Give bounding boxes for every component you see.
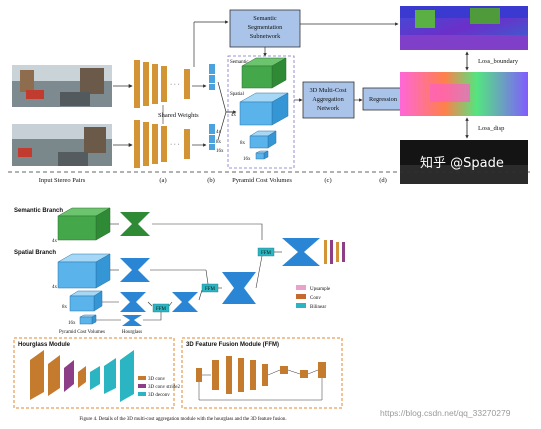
svg-text:3D Feature Fusion Module (FFM): 3D Feature Fusion Module (FFM) bbox=[186, 342, 279, 348]
svg-text:FFM: FFM bbox=[156, 307, 167, 312]
svg-text:3D deconv: 3D deconv bbox=[148, 393, 170, 398]
svg-text:Upsample: Upsample bbox=[310, 287, 331, 292]
disparity-output: 知乎 @Spade bbox=[400, 140, 528, 184]
spatial-4x-label: 4x bbox=[231, 113, 237, 118]
top-figure: · · · · · · Shared Weights 4x 8x 16x bbox=[8, 6, 532, 184]
pyramid-cost-box bbox=[227, 55, 295, 169]
feature-maps-upper bbox=[209, 64, 215, 90]
segmentation-output bbox=[400, 6, 528, 50]
bottom-8x-label: 8x bbox=[62, 305, 68, 310]
feature-maps-lower bbox=[209, 124, 215, 150]
svg-text:Conv: Conv bbox=[310, 296, 321, 301]
loss-disp-label: Loss_disp bbox=[478, 125, 504, 132]
ffm-nodes: FFM FFM FFM bbox=[152, 247, 275, 313]
svg-text:Hourglass Module: Hourglass Module bbox=[18, 342, 71, 348]
svg-text:Regression: Regression bbox=[369, 96, 398, 103]
spatial-cost-volumes bbox=[239, 92, 289, 160]
panel-b-label: (b) bbox=[207, 177, 215, 184]
csdn-watermark: https://blog.csdn.net/qq_33270279 bbox=[380, 408, 511, 418]
panel-d-label: (d) bbox=[379, 177, 387, 184]
output-layers bbox=[324, 240, 345, 264]
spatial-hourglasses bbox=[120, 238, 320, 326]
spatial-branch-label: Spatial Branch bbox=[14, 250, 56, 256]
hourglass-module-panel: Hourglass Module 3D conv 3D conv stride2… bbox=[13, 337, 180, 409]
semantic-volume-label: Semantic bbox=[230, 60, 249, 65]
svg-text:Subnetwork: Subnetwork bbox=[250, 33, 281, 40]
input-pairs-label: Input Stereo Pairs bbox=[39, 177, 86, 184]
scale-16x-label: 16x bbox=[216, 149, 224, 154]
svg-text:Semantic: Semantic bbox=[253, 15, 277, 22]
input-photo-right bbox=[12, 124, 112, 166]
shared-weights-label: Shared Weights bbox=[158, 112, 199, 119]
semantic-subnetwork-box: Semantic Segmentation Subnetwork bbox=[229, 9, 301, 48]
semantic-branch-label: Semantic Branch bbox=[14, 208, 63, 214]
svg-text:3D conv stride2: 3D conv stride2 bbox=[148, 385, 180, 390]
hourglass-caption: Hourglass bbox=[122, 330, 142, 335]
figure-caption: Figure 4. Details of the 3D multi-cost a… bbox=[79, 417, 286, 422]
svg-text:· · ·: · · · bbox=[170, 81, 180, 88]
bottom-4x-label: 4x bbox=[52, 285, 58, 290]
ffm-module-panel: 3D Feature Fusion Module (FFM) bbox=[181, 337, 343, 409]
svg-text:Aggregation: Aggregation bbox=[312, 96, 344, 103]
bottom-pyramid-caption: Pyramid Cost Volumes bbox=[59, 330, 105, 335]
panel-a-label: (a) bbox=[159, 177, 166, 184]
scale-4x-label: 4x bbox=[216, 130, 222, 135]
aggregation-network-box: 3D Multi-Cost Aggregation Network bbox=[302, 81, 355, 119]
svg-text:3D Multi-Cost: 3D Multi-Cost bbox=[310, 87, 347, 94]
spatial-branch-volumes bbox=[57, 253, 111, 325]
semantic-cost-volume bbox=[241, 57, 287, 89]
svg-text:Network: Network bbox=[317, 105, 340, 112]
bottom-legend: Upsample Conv Bilinear bbox=[296, 285, 331, 310]
bottom-figure: Semantic Branch 4x Spatial Branch 4x 8x … bbox=[13, 207, 511, 422]
semantic-branch-volume bbox=[57, 207, 111, 241]
zhihu-watermark: 知乎 @Spade bbox=[420, 155, 504, 171]
spatial-8x-label: 8x bbox=[240, 141, 246, 146]
feature-extractor-upper: · · · bbox=[134, 60, 190, 108]
panel-c-label: (c) bbox=[324, 177, 331, 184]
pyramid-caption: Pyramid Cost Volumes bbox=[232, 177, 292, 184]
spatial-volume-label: Spatial bbox=[230, 92, 244, 97]
bottom-16x-label: 16x bbox=[68, 321, 76, 326]
semantic-4x-label: 4x bbox=[52, 239, 58, 244]
svg-text:· · ·: · · · bbox=[170, 141, 180, 148]
spatial-16x-label: 16x bbox=[243, 157, 251, 162]
boundary-output bbox=[400, 72, 528, 116]
svg-text:FFM: FFM bbox=[261, 251, 272, 256]
scale-8x-label: 8x bbox=[216, 140, 222, 145]
svg-text:Bilinear: Bilinear bbox=[310, 305, 326, 310]
svg-text:Segmentation: Segmentation bbox=[248, 24, 283, 31]
feature-extractor-lower: · · · bbox=[134, 120, 190, 168]
loss-boundary-label: Loss_boundary bbox=[478, 58, 519, 65]
svg-text:3D conv: 3D conv bbox=[148, 377, 166, 382]
regression-box: Regression bbox=[362, 87, 404, 111]
input-photo-left bbox=[12, 65, 112, 107]
svg-text:FFM: FFM bbox=[205, 287, 216, 292]
semantic-hourglass bbox=[120, 212, 150, 236]
